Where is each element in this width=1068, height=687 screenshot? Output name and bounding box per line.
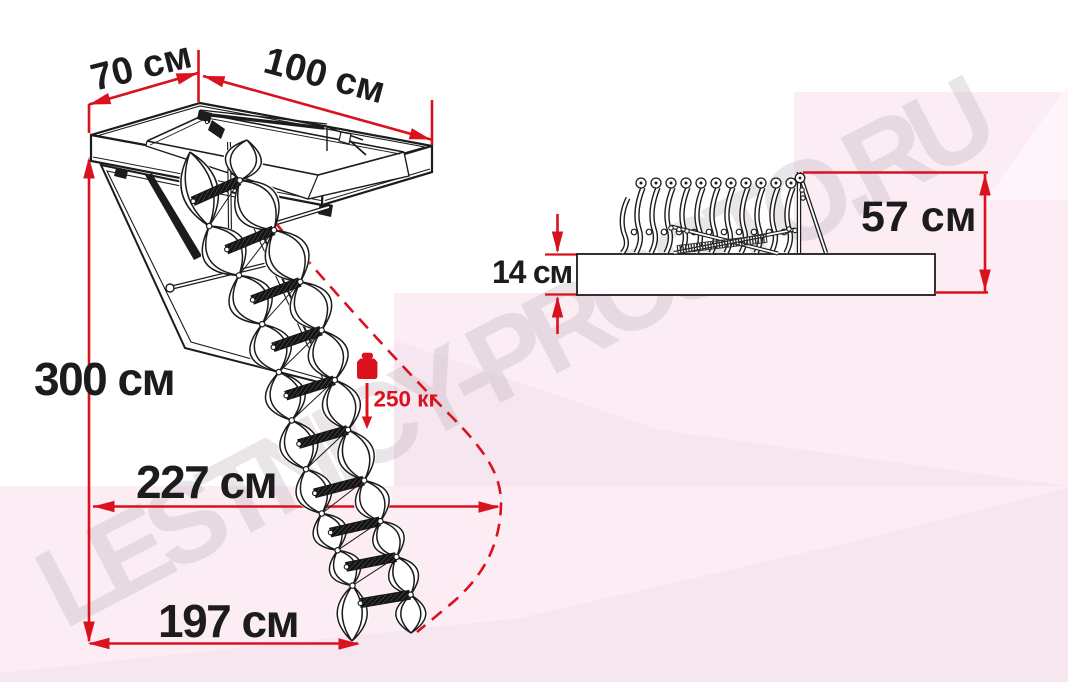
svg-text:197 см: 197 см [158, 595, 298, 647]
svg-text:14 см: 14 см [492, 254, 572, 290]
svg-text:227 см: 227 см [136, 456, 276, 508]
svg-text:57 см: 57 см [861, 193, 977, 241]
svg-text:300 см: 300 см [34, 353, 174, 405]
svg-text:250 кг: 250 кг [374, 387, 438, 412]
